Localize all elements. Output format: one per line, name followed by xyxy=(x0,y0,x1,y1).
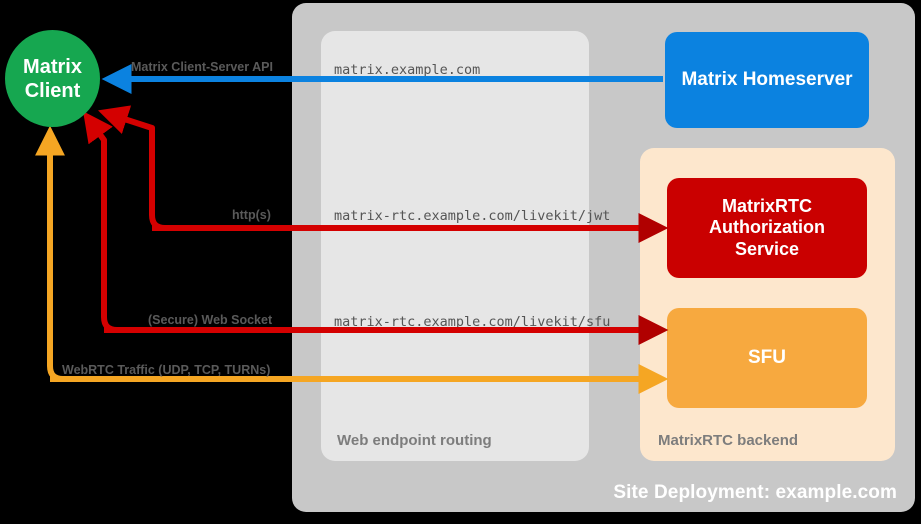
node-matrix-homeserver[interactable]: Matrix Homeserver xyxy=(665,32,869,128)
node-matrix-homeserver-label: Matrix Homeserver xyxy=(681,68,853,90)
node-matrix-client-text: Matrix Client xyxy=(23,55,82,103)
endpoint-url-livekit-sfu: matrix-rtc.example.com/livekit/sfu xyxy=(334,314,611,330)
node-matrixrtc-authorization-service[interactable]: MatrixRTC Authorization Service xyxy=(667,178,867,278)
edge-label-https: http(s) xyxy=(232,208,271,222)
node-auth-line1: MatrixRTC xyxy=(721,195,812,216)
node-matrix-client[interactable]: Matrix Client xyxy=(5,30,100,127)
node-sfu-label: SFU xyxy=(748,346,786,368)
endpoint-url-matrix: matrix.example.com xyxy=(334,62,481,78)
edge-label-matrix-client-server-api: Matrix Client-Server API xyxy=(131,60,273,74)
matrixrtc-backend-label: MatrixRTC backend xyxy=(658,432,799,449)
node-sfu[interactable]: SFU xyxy=(667,308,867,408)
web-endpoint-routing-label: Web endpoint routing xyxy=(337,432,492,449)
node-matrixrtc-auth-service-text: MatrixRTC Authorization Service xyxy=(709,196,825,261)
site-deployment-label: Site Deployment: example.com xyxy=(613,482,897,503)
web-endpoint-routing-container: Web endpoint routing xyxy=(321,31,589,461)
edge-label-webrtc-traffic: WebRTC Traffic (UDP, TCP, TURNs) xyxy=(62,363,271,377)
node-matrix-client-line1: Matrix xyxy=(23,55,82,78)
node-auth-line3: Service xyxy=(734,238,800,259)
edge-label-secure-web-socket: (Secure) Web Socket xyxy=(148,313,273,327)
endpoint-url-livekit-jwt: matrix-rtc.example.com/livekit/jwt xyxy=(334,208,611,224)
node-auth-line2: Authorization xyxy=(709,217,825,238)
node-matrix-client-line2: Client xyxy=(24,79,81,102)
